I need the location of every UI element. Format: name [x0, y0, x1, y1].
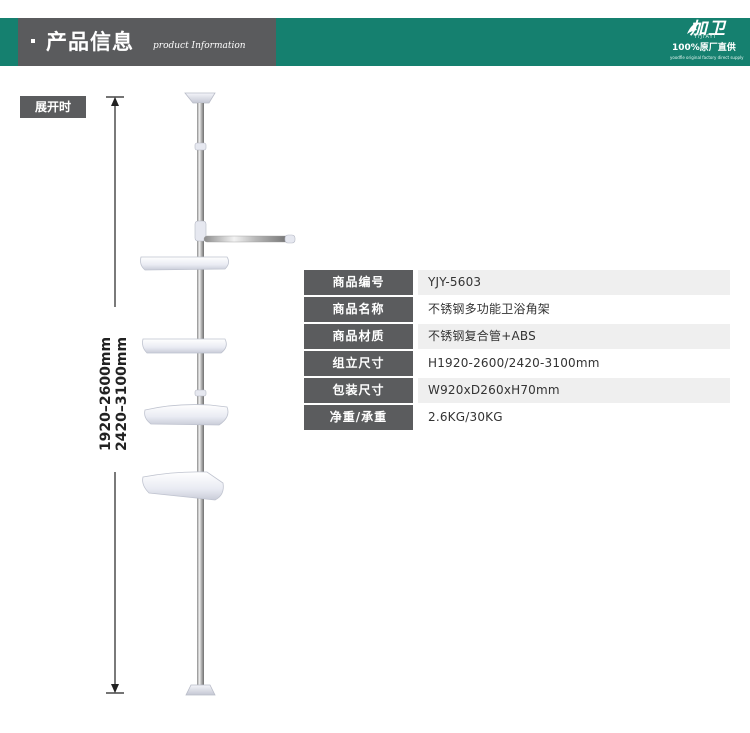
spec-value: 2.6KG/30KG: [418, 405, 730, 430]
spec-value: YJY-5603: [418, 270, 730, 295]
expanded-state-label: 展开时: [20, 96, 86, 118]
spec-label: 净重/承重: [304, 405, 413, 430]
spec-row-material: 商品材质 不锈钢复合管+ABS: [304, 324, 730, 351]
dimension-line-1: 1920–2600mm: [98, 336, 114, 452]
brand-tagline-en: yoodfle original factory direct supply: [670, 55, 744, 60]
brand-logo: 加卫 YIJIAYI 100%原厂直供 yoodfle original fac…: [660, 20, 750, 64]
spec-label: 商品名称: [304, 297, 413, 322]
dimension-line-2: 2420–3100mm: [114, 336, 130, 452]
spec-table: 商品编号 YJY-5603 商品名称 不锈钢多功能卫浴角架 商品材质 不锈钢复合…: [304, 270, 730, 432]
spec-label: 组立尺寸: [304, 351, 413, 376]
section-title: 产品信息: [46, 30, 134, 54]
brand-pinyin: YIJIAYI: [694, 34, 717, 40]
header-title-box: [18, 18, 276, 66]
spec-value: 不锈钢复合管+ABS: [418, 324, 730, 349]
brand-tagline: 100%原厂直供: [672, 43, 736, 53]
spec-row-package-size: 包装尺寸 W920xD260xH70mm: [304, 378, 730, 405]
spec-row-name: 商品名称 不锈钢多功能卫浴角架: [304, 297, 730, 324]
height-dimension-arrow: [106, 96, 124, 694]
section-subtitle: product Information: [153, 41, 246, 51]
spec-value: H1920-2600/2420-3100mm: [418, 351, 730, 376]
spec-label: 商品材质: [304, 324, 413, 349]
spec-value: 不锈钢多功能卫浴角架: [418, 297, 730, 322]
spec-value: W920xD260xH70mm: [418, 378, 730, 403]
brand-logo-text: 加卫: [690, 19, 726, 39]
spec-row-assembled-size: 组立尺寸 H1920-2600/2420-3100mm: [304, 351, 730, 378]
spec-row-item-no: 商品编号 YJY-5603: [304, 270, 730, 297]
spec-label: 商品编号: [304, 270, 413, 295]
bullet-icon: [31, 39, 35, 43]
section-header: 产品信息 product Information 加卫 YIJIAYI 100%…: [0, 0, 750, 66]
brand-mark-icon: [687, 22, 700, 34]
spec-label: 包装尺寸: [304, 378, 413, 403]
corner-shelf-product-image: [140, 92, 296, 696]
spec-row-weight: 净重/承重 2.6KG/30KG: [304, 405, 730, 432]
